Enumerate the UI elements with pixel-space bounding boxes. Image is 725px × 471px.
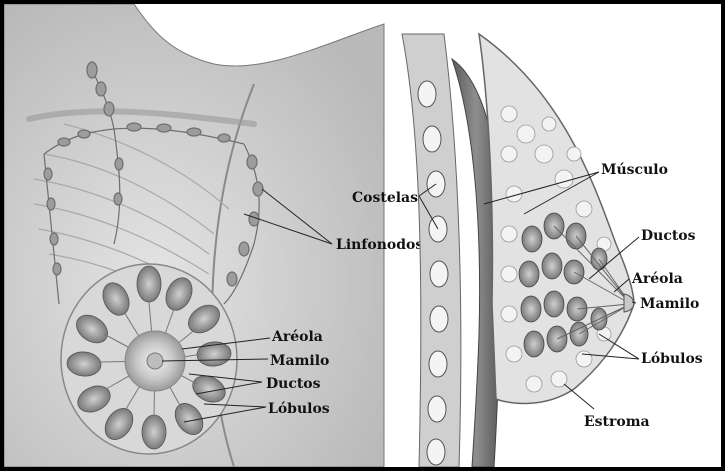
label-areola-left: Aréola [271,329,323,345]
nipple [147,353,163,369]
left-breast-view: Linfonodos Aréola Mamilo Ductos Lóbulos [4,4,423,467]
anatomy-illustration: Linfonodos Aréola Mamilo Ductos Lóbulos [4,4,721,467]
label-ductos-left: Ductos [266,376,321,392]
label-lobulos-right: Lóbulos [641,351,703,367]
label-ductos-right: Ductos [641,228,696,244]
label-mamilo-left: Mamilo [270,353,329,369]
label-estroma: Estroma [584,414,650,430]
label-lobulos-left: Lóbulos [268,401,330,417]
label-costelas: Costelas [352,190,418,206]
label-mamilo-right: Mamilo [640,296,699,312]
label-areola-right: Aréola [631,271,683,287]
label-linfonodos: Linfonodos [336,237,423,253]
label-musculo: Músculo [601,162,668,178]
